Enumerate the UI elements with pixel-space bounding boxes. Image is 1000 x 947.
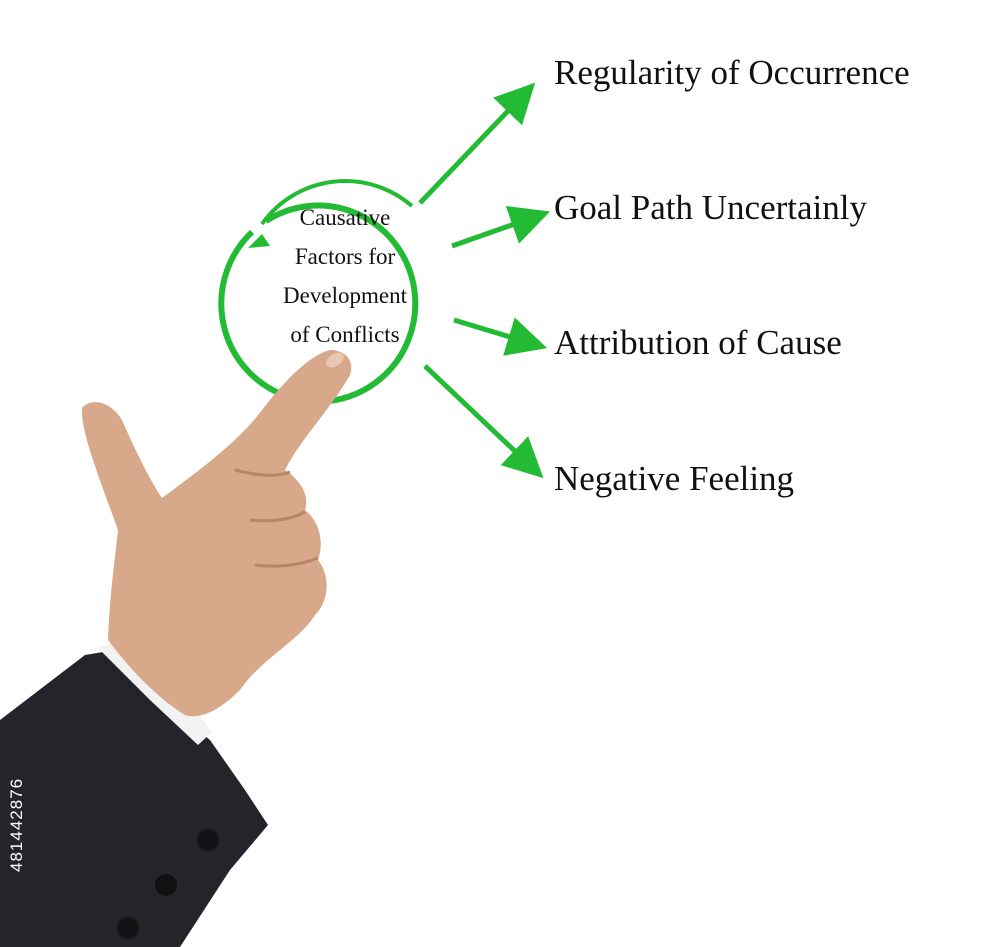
hand-shape [81, 350, 352, 717]
knuckle-line-3 [254, 556, 319, 568]
knuckle-line-1 [234, 468, 291, 477]
sleeve-button-3 [117, 917, 139, 939]
suit-sleeve [0, 650, 268, 947]
branch-label-4: Negative Feeling [554, 459, 795, 498]
pointing-hand-icon [0, 350, 352, 947]
branch-label-3: Attribution of Cause [554, 323, 842, 362]
branch-arrow-2 [451, 205, 551, 249]
sleeve-button-2 [155, 874, 177, 896]
shirt-cuff [98, 640, 212, 745]
center-label-line-2: Factors for [294, 244, 396, 269]
branch-arrow-4 [423, 364, 544, 479]
circle-arrowhead-icon [248, 234, 270, 248]
center-label-line-4: of Conflicts [290, 322, 400, 347]
center-circle [218, 179, 419, 405]
sleeve-button-1 [197, 829, 219, 851]
center-label-line-1: Causative [299, 205, 391, 230]
fingernail [326, 352, 344, 368]
branch-arrow-3 [453, 317, 548, 356]
branch-label-2: Goal Path Uncertainly [554, 188, 867, 227]
knuckle-line-2 [249, 510, 306, 523]
circle-ring [218, 202, 419, 405]
center-label-line-3: Development [283, 283, 407, 308]
stock-id-text: 481442876 [7, 777, 26, 873]
center-label: Causative Factors for Development of Con… [250, 198, 440, 354]
branch-label-1: Regularity of Occurrence [554, 53, 910, 92]
circle-ring-overlap [260, 179, 414, 226]
branch-arrow-1 [418, 82, 536, 205]
